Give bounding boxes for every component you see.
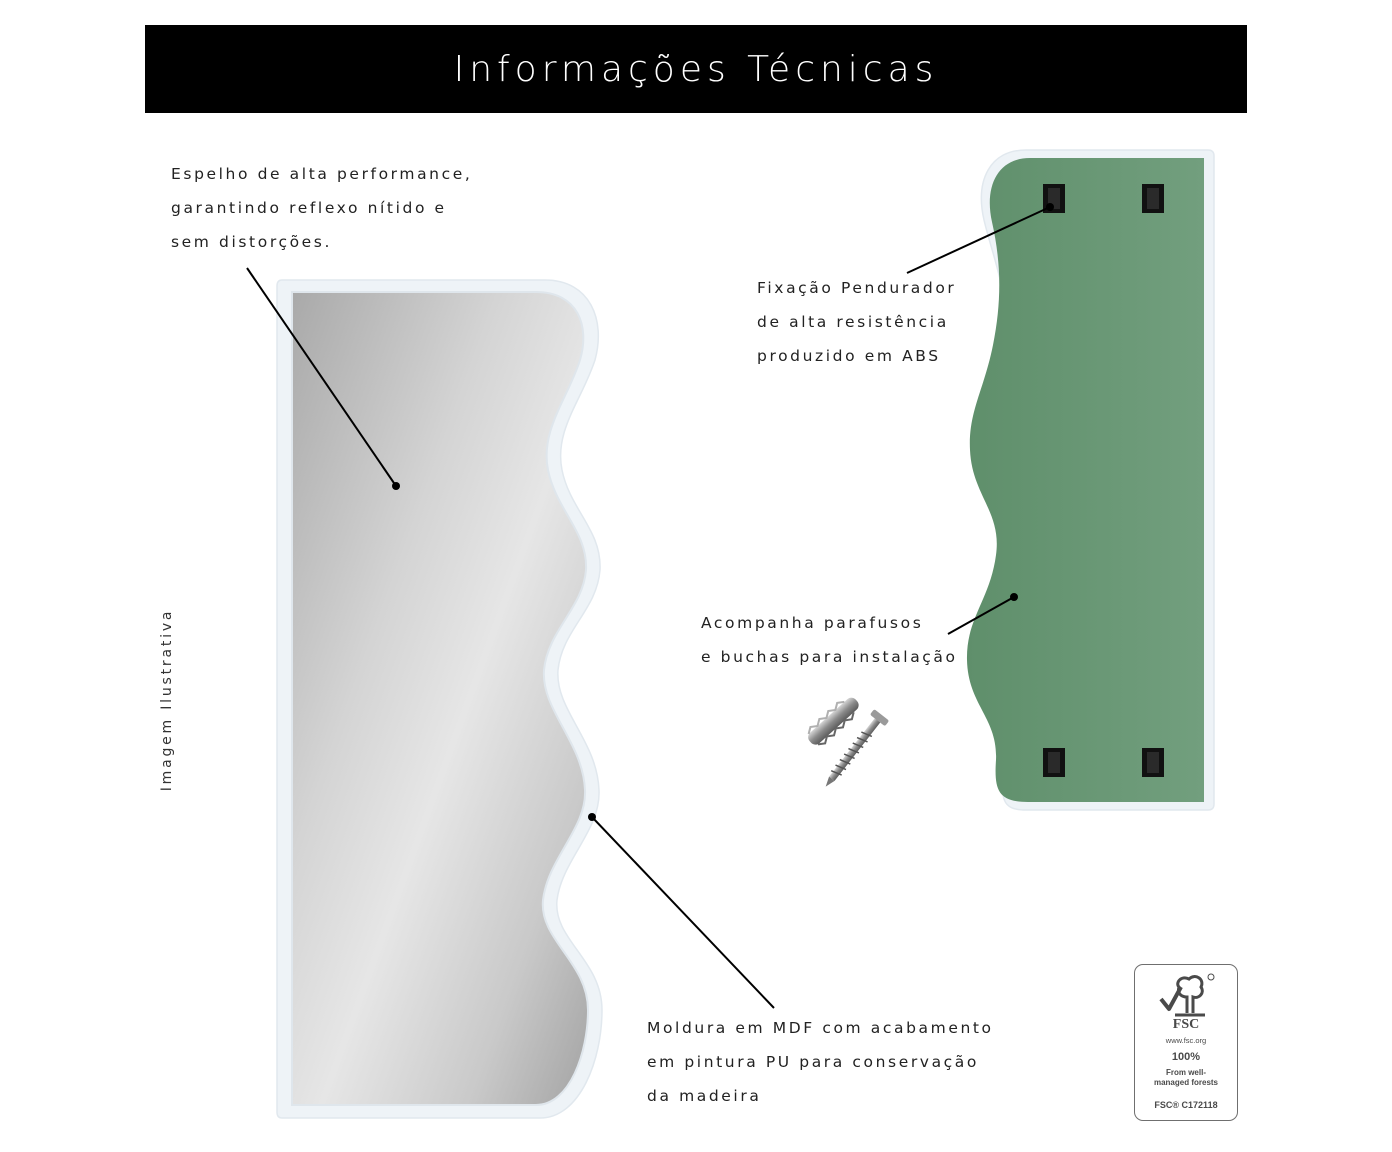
mirror-callout-line: Espelho de alta performance,	[171, 165, 473, 183]
fsc-percent: 100%	[1171, 1051, 1201, 1063]
hanger-callout-line: Fixação Pendurador	[757, 279, 957, 297]
screw-plug-icon	[807, 697, 889, 787]
frame-callout-line: Moldura em MDF com acabamento	[647, 1019, 994, 1037]
fsc-code: FSC® C172118	[1154, 1100, 1218, 1110]
hanger-callout: Fixação Pendurador de alta resistência p…	[757, 271, 956, 373]
hanger-icon-bottom-left	[1043, 748, 1065, 777]
fsc-source-line: managed forests	[1153, 1078, 1219, 1087]
hanger-callout-line: de alta resistência	[757, 313, 949, 331]
mirror-callout-line: sem distorções.	[171, 233, 332, 251]
title-banner: Informações Técnicas	[145, 25, 1247, 113]
mirror-callout-line: garantindo reflexo nítido e	[171, 199, 447, 217]
mirror-glass	[292, 292, 588, 1105]
screws-callout: Acompanha parafusos e buchas para instal…	[701, 606, 958, 674]
fsc-source: From well- managed forests	[1135, 1068, 1237, 1088]
frame-leader-dot	[588, 813, 596, 821]
frame-callout-line: da madeira	[647, 1087, 762, 1105]
frame-leader-line	[591, 816, 775, 1009]
fsc-badge: FSC www.fsc.org 100% From well- managed …	[1134, 964, 1238, 1121]
hanger-icon-top-right	[1142, 184, 1164, 213]
hanger-callout-line: produzido em ABS	[757, 347, 941, 365]
screws-callout-line: e buchas para instalação	[701, 648, 958, 666]
mirror-leader-line	[246, 267, 397, 487]
back-panel-board	[966, 158, 1204, 802]
hanger-icon-bottom-right	[1142, 748, 1164, 777]
fsc-source-line: From well-	[1165, 1068, 1206, 1077]
fsc-url: www.fsc.org	[1165, 1036, 1207, 1045]
fsc-name: FSC	[1172, 1017, 1200, 1032]
illustrative-image-label: Imagem Ilustrativa	[159, 608, 175, 792]
hanger-leader-line	[906, 206, 1051, 274]
screws-leader-line	[947, 596, 1015, 635]
screws-callout-line: Acompanha parafusos	[701, 614, 924, 632]
mirror-callout: Espelho de alta performance, garantindo …	[171, 157, 472, 259]
page-title: Informações Técnicas	[453, 48, 939, 90]
fsc-tree-icon	[1159, 973, 1215, 1017]
mirror-leader-dot	[392, 482, 400, 490]
hanger-leader-dot	[1046, 203, 1054, 211]
frame-callout-line: em pintura PU para conservação	[647, 1053, 979, 1071]
screws-leader-dot	[1010, 593, 1018, 601]
frame-callout: Moldura em MDF com acabamento em pintura…	[647, 1011, 994, 1113]
